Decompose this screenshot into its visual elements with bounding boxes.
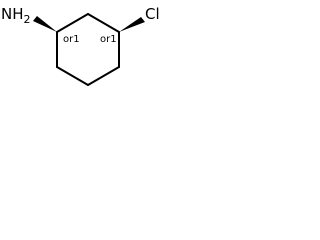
ring-bond-c5-c6 [56, 66, 89, 86]
stereo-label-c1: or1 [63, 34, 80, 45]
ring-bond-c1-c2 [56, 13, 89, 33]
amine-label: NH2 [1, 5, 31, 26]
chlorine-label: Cl [145, 5, 160, 23]
wedge-bond-c3-cl [119, 17, 145, 32]
structure-drawing: NH2 Cl or1 or1 [1, 5, 160, 86]
stereo-label-c3: or1 [100, 34, 117, 45]
molecule-structure: NH2 Cl or1 or1 [0, 0, 172, 94]
ring-bond-c4-c5 [87, 66, 120, 86]
ring-bond-c2-c3 [87, 13, 120, 33]
wedge-bond-c1-n [33, 16, 57, 32]
